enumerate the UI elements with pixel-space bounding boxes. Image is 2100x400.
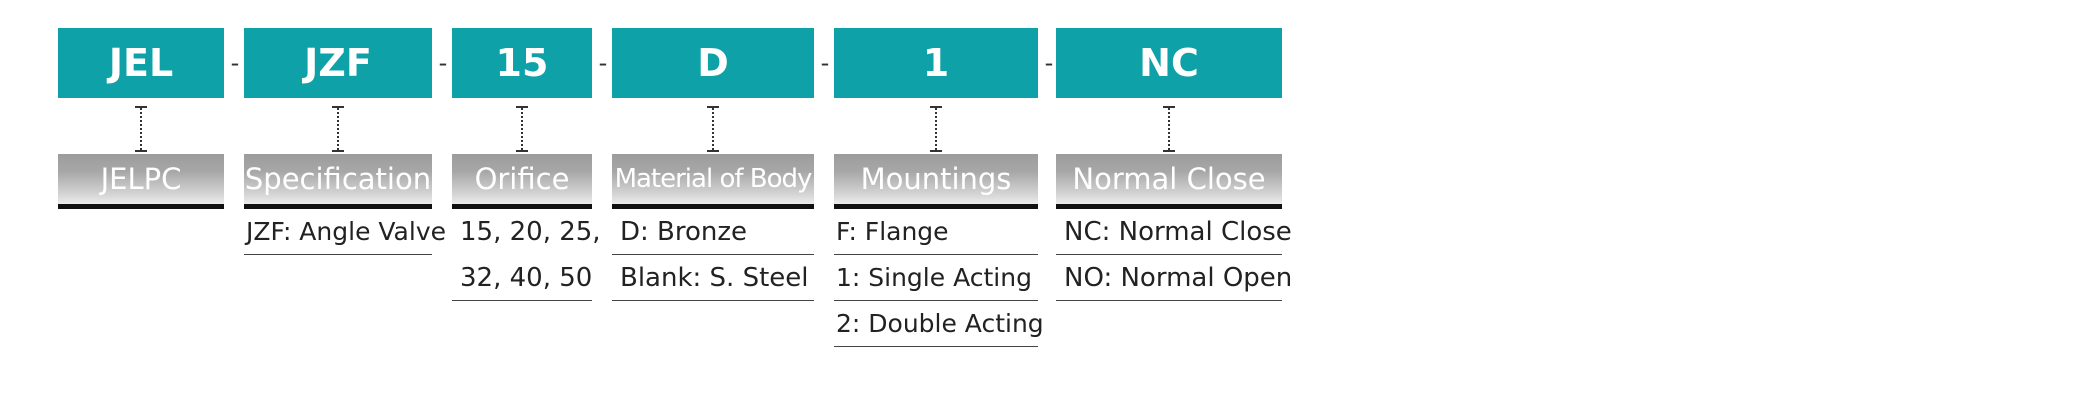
code-box-jzf: JZF (244, 28, 432, 98)
option-single-acting: 1: Single Acting (834, 255, 1038, 301)
segment-jzf: JZF Specification JZF: Angle Valve (244, 28, 446, 255)
label-jelpc: JELPC (58, 154, 224, 209)
label-normal-close: Normal Close (1056, 154, 1282, 209)
connector-15 (452, 98, 592, 154)
option-jzf-angle-valve: JZF: Angle Valve (244, 209, 446, 255)
separator-5: - (1044, 49, 1054, 77)
option-d-bronze: D: Bronze (612, 209, 814, 255)
option-no-normal-open: NO: Normal Open (1056, 255, 1292, 301)
option-orifice-line-1: 15, 20, 25, (460, 217, 601, 247)
option-f-flange: F: Flange (834, 209, 1038, 255)
label-mountings: Mountings (834, 154, 1038, 209)
connector-nc (1056, 98, 1282, 154)
segment-jel: JEL JELPC (58, 28, 224, 209)
code-box-15: 15 (452, 28, 592, 98)
segment-15: 15 Orifice 15, 20, 25, 32, 40, 50 (452, 28, 601, 301)
segment-nc: NC Normal Close NC: Normal Close NO: Nor… (1056, 28, 1292, 301)
label-specification: Specification (244, 154, 432, 209)
code-box-d: D (612, 28, 814, 98)
separator-1: - (230, 49, 240, 77)
option-double-acting: 2: Double Acting (834, 301, 1044, 347)
separator-2: - (438, 49, 448, 77)
connector-d (612, 98, 814, 154)
option-nc-normal-close: NC: Normal Close (1056, 209, 1292, 255)
code-box-jel: JEL (58, 28, 224, 98)
connector-1 (834, 98, 1038, 154)
separator-3: - (598, 49, 608, 77)
segment-1: 1 Mountings F: Flange 1: Single Acting 2… (834, 28, 1044, 347)
label-orifice: Orifice (452, 154, 592, 209)
code-box-1: 1 (834, 28, 1038, 98)
option-orifice-line-2: 32, 40, 50 (452, 255, 592, 301)
code-box-nc: NC (1056, 28, 1282, 98)
separator-4: - (820, 49, 830, 77)
connector-jzf (244, 98, 432, 154)
connector-jel (58, 98, 224, 154)
segment-d: D Material of Body D: Bronze Blank: S. S… (612, 28, 814, 301)
option-blank-steel: Blank: S. Steel (612, 255, 814, 301)
label-material-of-body: Material of Body (612, 154, 814, 209)
